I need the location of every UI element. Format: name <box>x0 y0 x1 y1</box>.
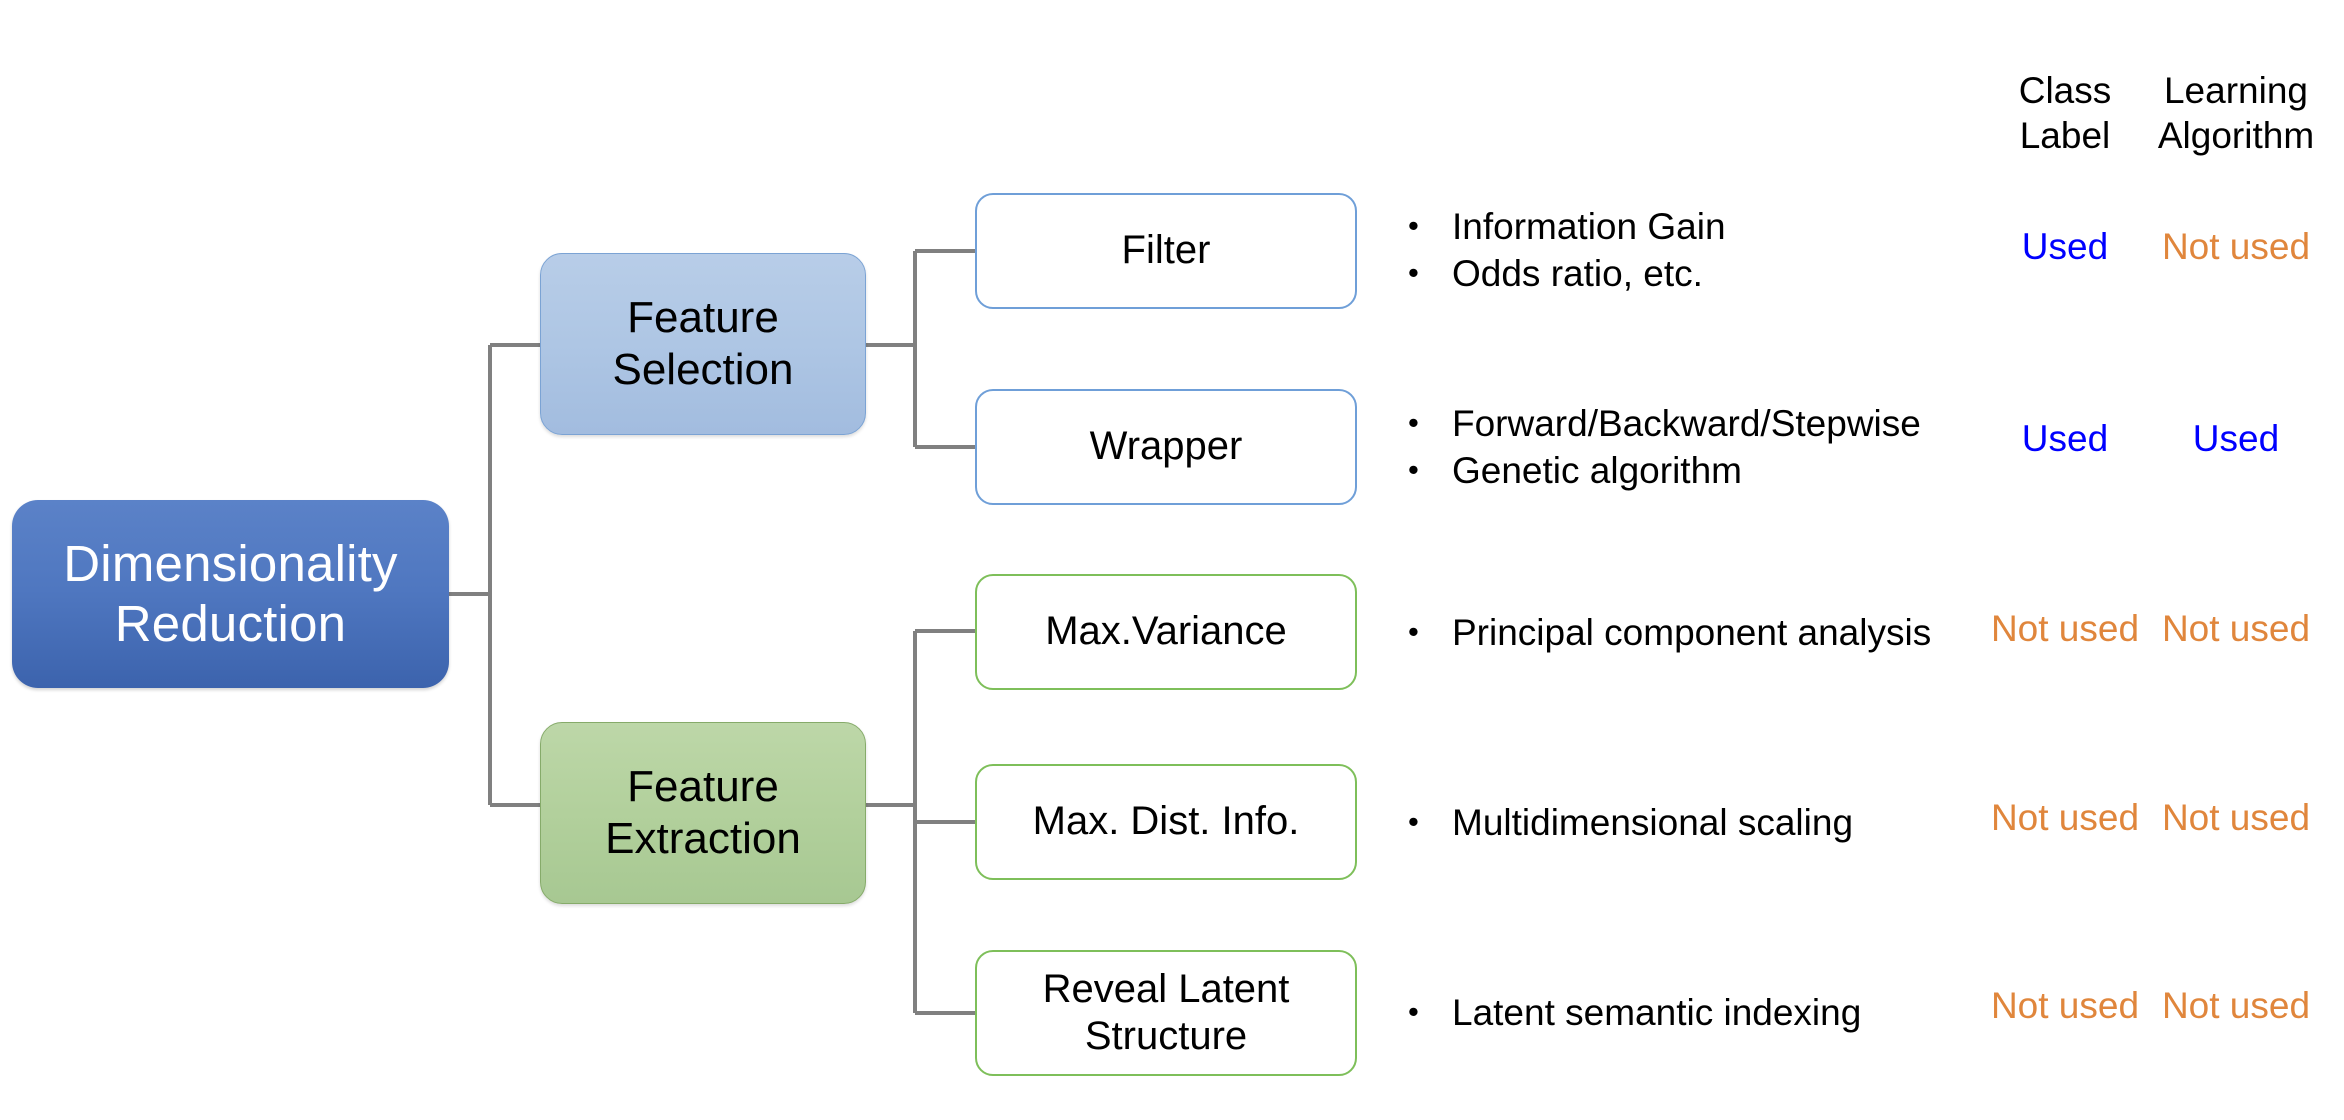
bullets-reveal-latent-structure: • Latent semantic indexing <box>1408 989 1968 1036</box>
bullets-max-variance: • Principal component analysis <box>1408 609 1968 656</box>
bullet-item: • Principal component analysis <box>1408 609 1968 656</box>
node-feature-selection[interactable]: Feature Selection <box>540 253 866 435</box>
status-learning-algorithm-max-dist-info: Not used <box>2161 797 2311 838</box>
node-dimensionality-reduction[interactable]: Dimensionality Reduction <box>12 500 449 688</box>
status-learning-algorithm-max-variance: Not used <box>2161 608 2311 649</box>
node-feature-extraction[interactable]: Feature Extraction <box>540 722 866 904</box>
bullets-max-dist-info: • Multidimensional scaling <box>1408 799 1968 846</box>
bullets-wrapper: • Forward/Backward/Stepwise • Genetic al… <box>1408 400 1968 495</box>
bullet-dot-icon: • <box>1408 614 1419 649</box>
bullet-dot-icon: • <box>1408 804 1419 839</box>
bullet-item: • Odds ratio, etc. <box>1408 250 1968 297</box>
node-max-variance[interactable]: Max.Variance <box>975 574 1357 690</box>
bullet-text: Principal component analysis <box>1452 612 1932 653</box>
bullet-text: Forward/Backward/Stepwise <box>1452 403 1921 444</box>
bullet-dot-icon: • <box>1408 994 1419 1029</box>
status-learning-algorithm-filter: Not used <box>2161 226 2311 267</box>
status-class-label-max-variance: Not used <box>1990 608 2140 649</box>
bullet-dot-icon: • <box>1408 208 1419 243</box>
status-learning-algorithm-reveal-latent-structure: Not used <box>2161 985 2311 1026</box>
bullet-text: Genetic algorithm <box>1452 450 1742 492</box>
status-class-label-max-dist-info: Not used <box>1990 797 2140 838</box>
node-filter[interactable]: Filter <box>975 193 1357 309</box>
bullet-item: • Genetic algorithm <box>1408 447 1968 494</box>
column-header-class-label: Class Label <box>2018 70 2112 157</box>
status-class-label-reveal-latent-structure: Not used <box>1990 985 2140 1026</box>
node-max-dist-info[interactable]: Max. Dist. Info. <box>975 764 1357 880</box>
bullet-text: Latent semantic indexing <box>1452 992 1862 1033</box>
status-class-label-filter: Used <box>2021 226 2109 267</box>
bullet-item: • Information Gain <box>1408 203 1968 250</box>
bullet-dot-icon: • <box>1408 255 1419 291</box>
bullets-filter: • Information Gain • Odds ratio, etc. <box>1408 203 1968 298</box>
node-wrapper[interactable]: Wrapper <box>975 389 1357 505</box>
node-reveal-latent-structure[interactable]: Reveal Latent Structure <box>975 950 1357 1076</box>
bullet-text: Information Gain <box>1452 206 1726 247</box>
column-header-learning-algorithm: Learning Algorithm <box>2157 70 2315 157</box>
bullet-text: Odds ratio, etc. <box>1452 253 1703 295</box>
bullet-item: • Multidimensional scaling <box>1408 799 1968 846</box>
bullet-item: • Forward/Backward/Stepwise <box>1408 400 1968 447</box>
bullet-item: • Latent semantic indexing <box>1408 989 1968 1036</box>
status-learning-algorithm-wrapper: Used <box>2192 418 2280 459</box>
bullet-dot-icon: • <box>1408 405 1419 440</box>
bullet-dot-icon: • <box>1408 452 1419 488</box>
status-class-label-wrapper: Used <box>2021 418 2109 459</box>
bullet-text: Multidimensional scaling <box>1452 802 1854 843</box>
